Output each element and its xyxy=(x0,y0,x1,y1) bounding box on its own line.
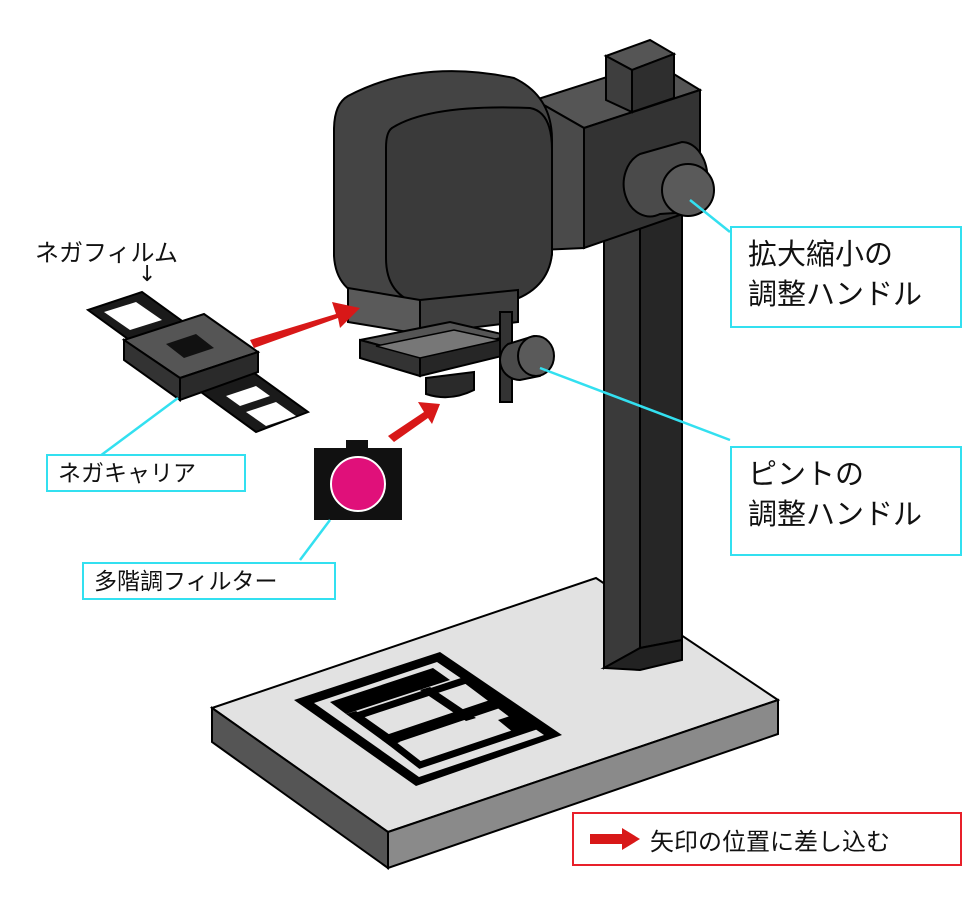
leader-lines xyxy=(99,199,731,561)
zoom-handle-line1: 拡大縮小の xyxy=(748,237,894,271)
multigrade-filter-label: 多階調フィルター xyxy=(82,562,336,600)
multigrade-filter-text: 多階調フィルター xyxy=(94,569,278,595)
carrier-slot xyxy=(359,320,511,378)
focus-knob xyxy=(499,334,555,382)
insert-arrows xyxy=(250,302,440,442)
legend: 矢印の位置に差し込む xyxy=(572,812,962,866)
negative-carrier-label: ネガキャリア xyxy=(46,454,246,492)
negative-carrier xyxy=(121,312,261,402)
column xyxy=(600,164,683,672)
focus-handle-label: ピントの 調整ハンドル xyxy=(730,446,962,556)
negative-carrier-text: ネガキャリア xyxy=(58,461,196,487)
down-arrow-icon: ↓ xyxy=(138,262,157,287)
multigrade-filter xyxy=(314,440,402,520)
zoom-handle-line2: 調整ハンドル xyxy=(748,277,923,311)
zoom-handle-label: 拡大縮小の 調整ハンドル xyxy=(730,226,962,328)
lamp-head xyxy=(333,70,553,336)
negative-film-label: ネガフィルム xyxy=(35,239,179,267)
easel-frame xyxy=(294,652,562,786)
focus-handle-line1: ピントの xyxy=(748,457,865,491)
red-arrow-icon xyxy=(590,828,640,850)
zoom-knob xyxy=(622,140,715,218)
focus-handle-line2: 調整ハンドル xyxy=(748,497,923,531)
legend-text: 矢印の位置に差し込む xyxy=(650,827,890,856)
